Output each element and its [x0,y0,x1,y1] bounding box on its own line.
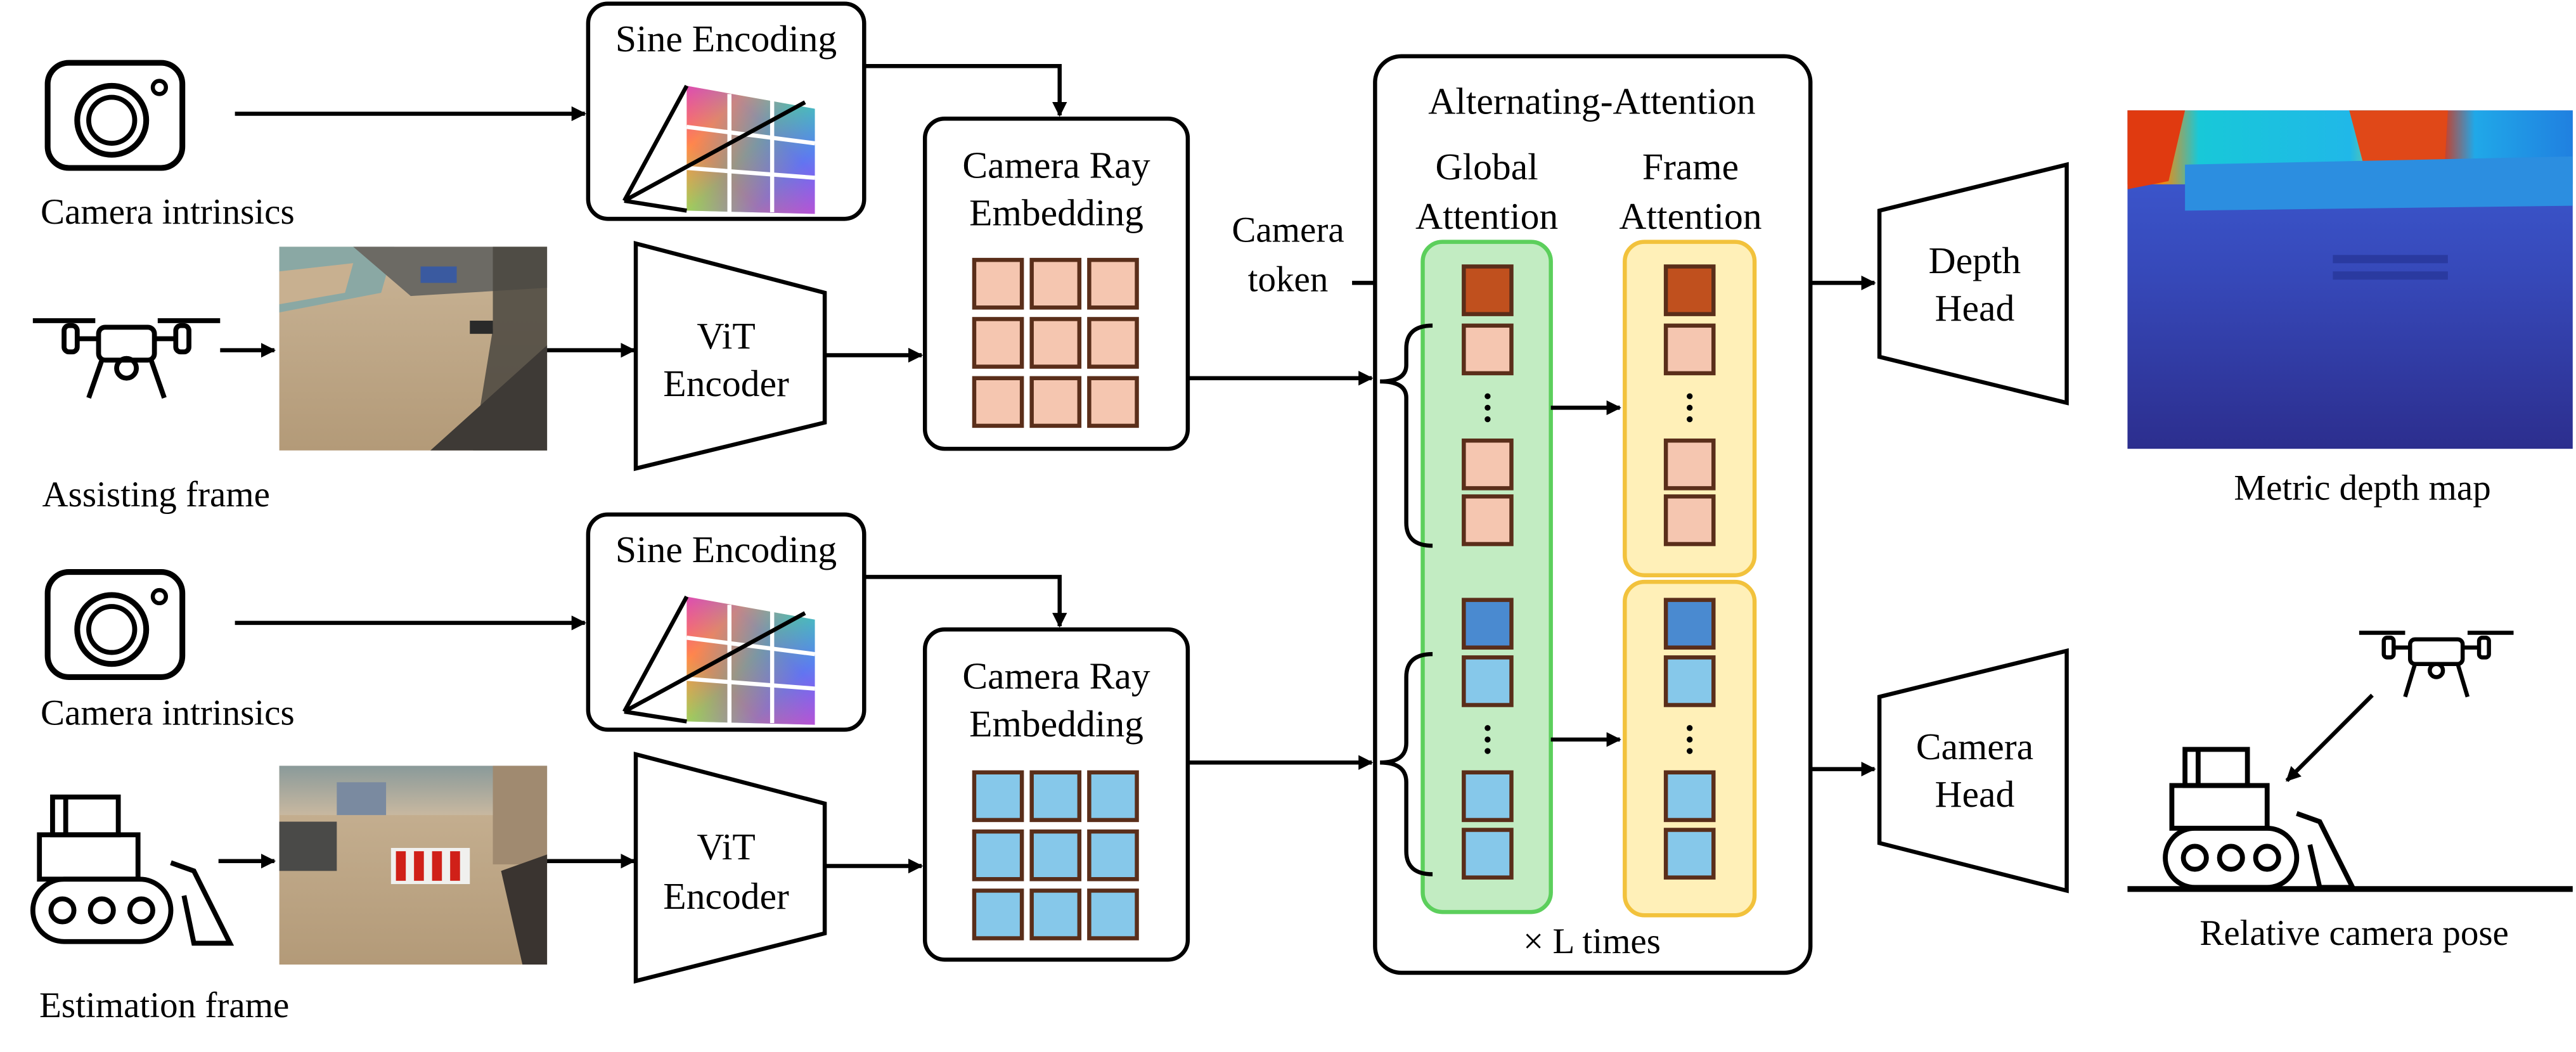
embedding-token-grid [972,257,1139,428]
camera-head-label-line1: Camera [1916,726,2033,767]
camera-token-label-line2: token [1248,259,1329,299]
embedding-token [1029,257,1082,310]
embedding-token [1087,317,1139,369]
patch-token [1462,770,1514,823]
embedding-token [972,376,1024,428]
brace-top [1380,323,1433,548]
embedding-token [1029,829,1082,882]
camera-icon-bottom [48,572,183,677]
bulldozer-icon-small [2163,747,2357,890]
patch-token [1462,655,1514,707]
embedding-token [1087,888,1139,940]
estimation-frame-image [279,766,548,965]
camera-token [1462,598,1514,650]
assisting-frame-label: Assisting frame [42,475,269,515]
estimation-frame-label: Estimation frame [39,985,289,1025]
metric-depth-map-image [2127,110,2573,449]
embedding-token [1087,829,1139,882]
sine-encoding-label-bottom: Sine Encoding [615,529,837,570]
drone-icon-small [2359,631,2514,698]
l-times-label: × L times [1523,921,1661,961]
frame-attention-label-line1: Frame [1642,146,1739,188]
alternating-attention-title: Alternating-Attention [1428,80,1756,122]
metric-depth-map-label: Metric depth map [2234,468,2490,508]
vit-label-line1-bottom: ViT [697,826,755,868]
depth-head-label-line1: Depth [1929,240,2021,281]
vit-label-line2: Encoder [663,362,789,404]
embedding-token-grid-bottom [972,770,1139,940]
patch-token [1663,770,1716,823]
camera-token [1663,264,1716,316]
vertical-ellipsis-icon [1484,393,1491,423]
vertical-ellipsis-icon [1687,393,1693,423]
embedding-token [972,317,1024,369]
patch-token [1462,494,1514,546]
attention-token-stack [1462,264,1716,880]
drone-icon [32,318,221,399]
depth-head [1877,162,2069,406]
embedding-token [1087,376,1139,428]
embedding-token [972,888,1024,940]
embedding-token [1029,888,1082,940]
camera-head-label-line2: Head [1935,773,2014,815]
embedding-token [1029,317,1082,369]
global-attention-label-line2: Attention [1415,195,1558,237]
camera-ray-label-line2: Embedding [969,192,1143,234]
camera-token [1663,598,1716,650]
embedding-token [1087,770,1139,823]
bulldozer-icon [30,794,235,946]
vit-encoder-bottom [633,752,827,984]
depth-head-label-line2: Head [1935,287,2014,329]
vit-encoder-top [633,241,827,471]
embedding-token [1029,770,1082,823]
global-attention-column [1420,240,1553,914]
camera-intrinsics-label: Camera intrinsics [41,192,295,232]
embedding-token [972,257,1024,310]
camera-ray-label-line2-bottom: Embedding [969,703,1143,745]
patch-token [1462,438,1514,491]
assisting-frame-image [279,247,548,451]
patch-token [1462,828,1514,880]
global-attention-label-line1: Global [1435,146,1538,188]
patch-token [1663,494,1716,546]
brace-bottom [1380,651,1433,876]
sine-encoding-label: Sine Encoding [615,18,837,60]
vertical-ellipsis-icon [1484,725,1491,754]
patch-token [1663,828,1716,880]
vertical-ellipsis-icon [1687,725,1693,754]
embedding-token [972,770,1024,823]
vit-label-line1: ViT [697,315,755,357]
embedding-token [1029,376,1082,428]
patch-token [1462,323,1514,376]
camera-icon-top [48,63,183,168]
patch-token [1663,438,1716,491]
embedding-token [972,829,1024,882]
frame-attention-label-line2: Attention [1619,195,1761,237]
patch-token [1663,655,1716,707]
camera-head [1877,648,2069,894]
camera-token-label-line1: Camera [1232,210,1344,250]
patch-token [1663,323,1716,376]
camera-ray-label-line1-bottom: Camera Ray [962,655,1150,697]
camera-token [1462,264,1514,316]
camera-intrinsics-label-bottom: Camera intrinsics [41,693,295,733]
camera-ray-label-line1: Camera Ray [962,144,1150,186]
embedding-token [1087,257,1139,310]
relative-camera-pose-label: Relative camera pose [2199,913,2509,953]
vit-label-line2-bottom: Encoder [663,875,789,917]
